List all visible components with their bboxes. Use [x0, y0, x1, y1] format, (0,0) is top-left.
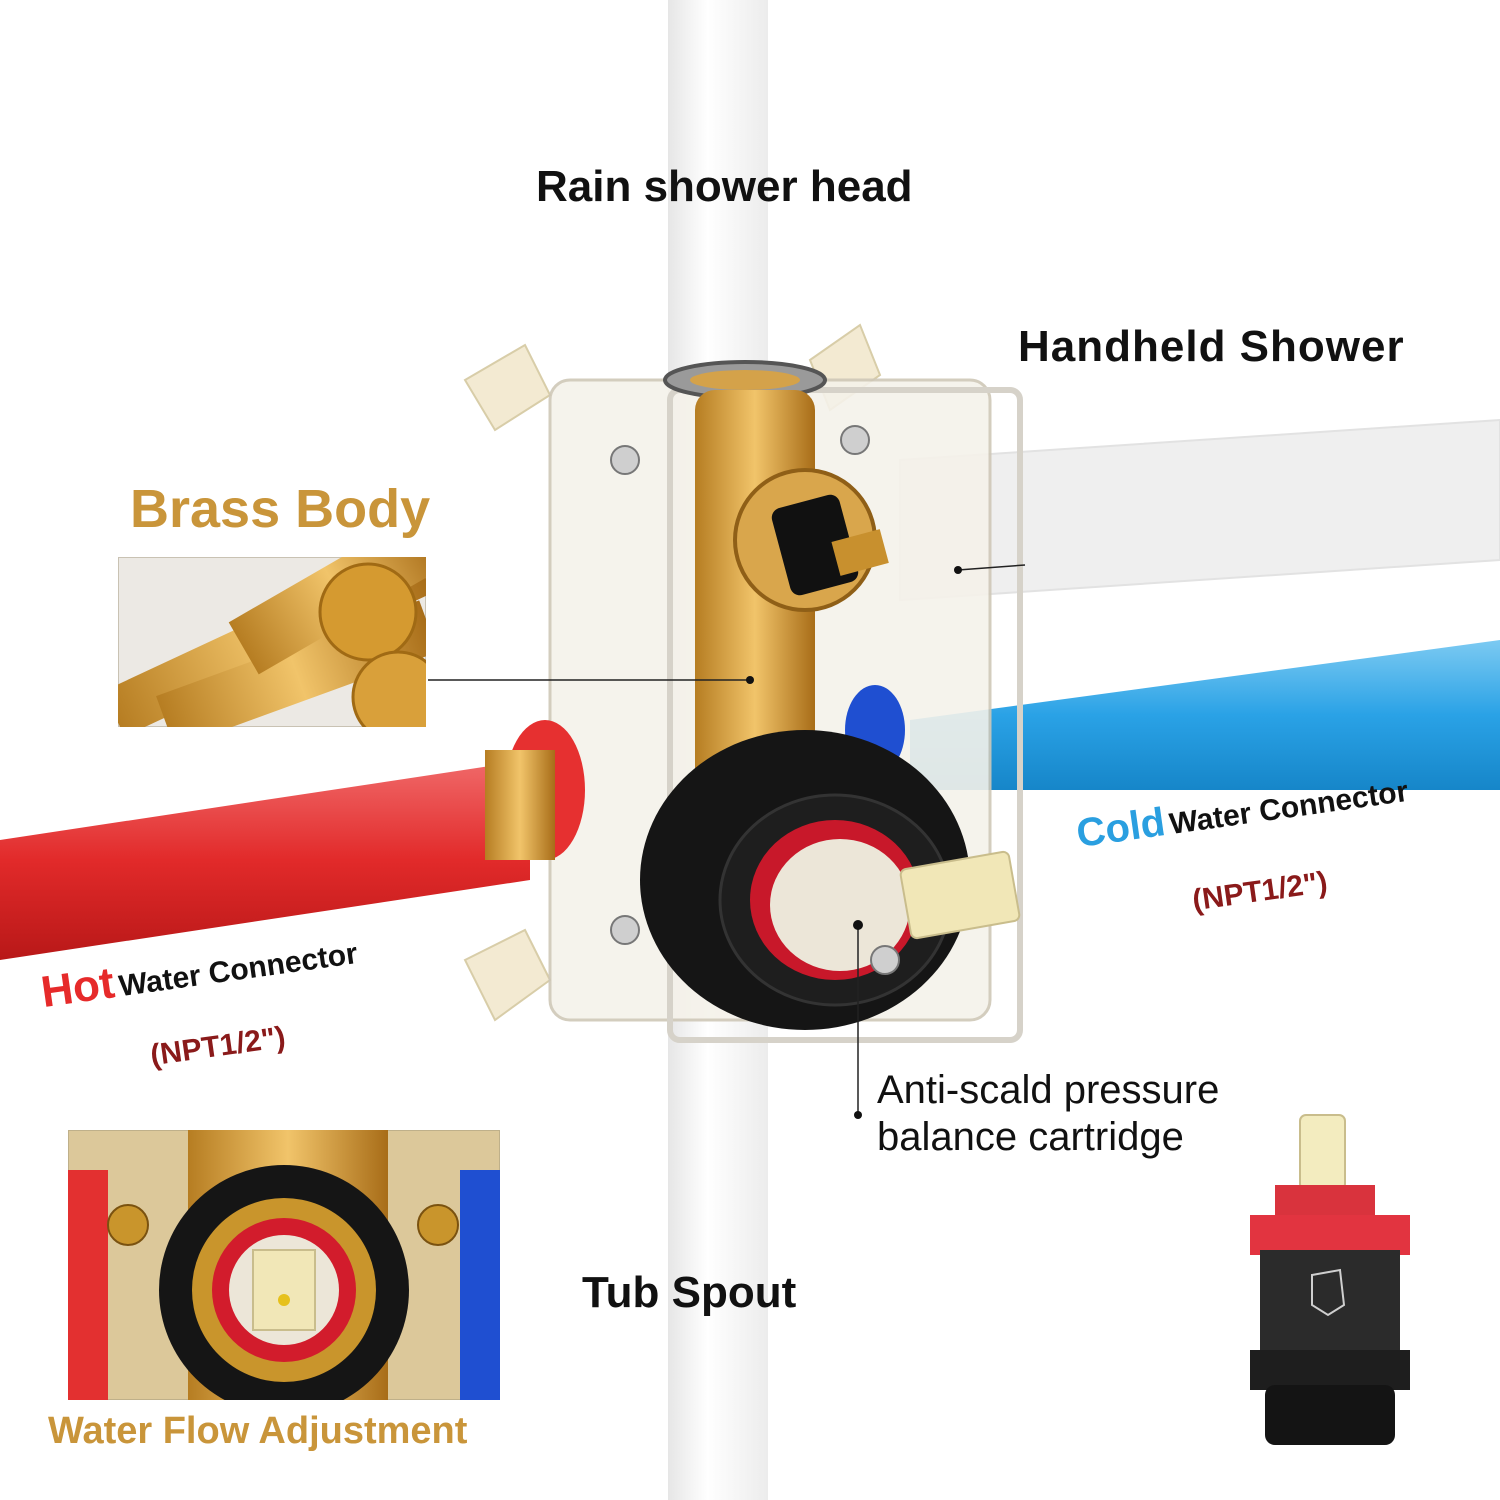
hot-word: Hot: [38, 958, 118, 1018]
flow-adjustment-closeup: [68, 1130, 500, 1400]
tub-spout-label: Tub Spout: [582, 1268, 797, 1317]
mixing-valve-photo: [463, 323, 1023, 1043]
rain-shower-head-label: Rain shower head: [536, 162, 913, 211]
cartridge-label-line1: Anti-scald pressure: [877, 1068, 1220, 1112]
brass-rods-photo: [118, 557, 426, 727]
brass-body-label: Brass Body: [130, 479, 431, 539]
cartridge-label-line2: balance cartridge: [877, 1115, 1184, 1159]
pressure-cartridge-photo: [1250, 1114, 1410, 1445]
handheld-shower-label: Handheld Shower: [1018, 322, 1405, 371]
water-flow-adjustment-label: Water Flow Adjustment: [48, 1410, 468, 1452]
